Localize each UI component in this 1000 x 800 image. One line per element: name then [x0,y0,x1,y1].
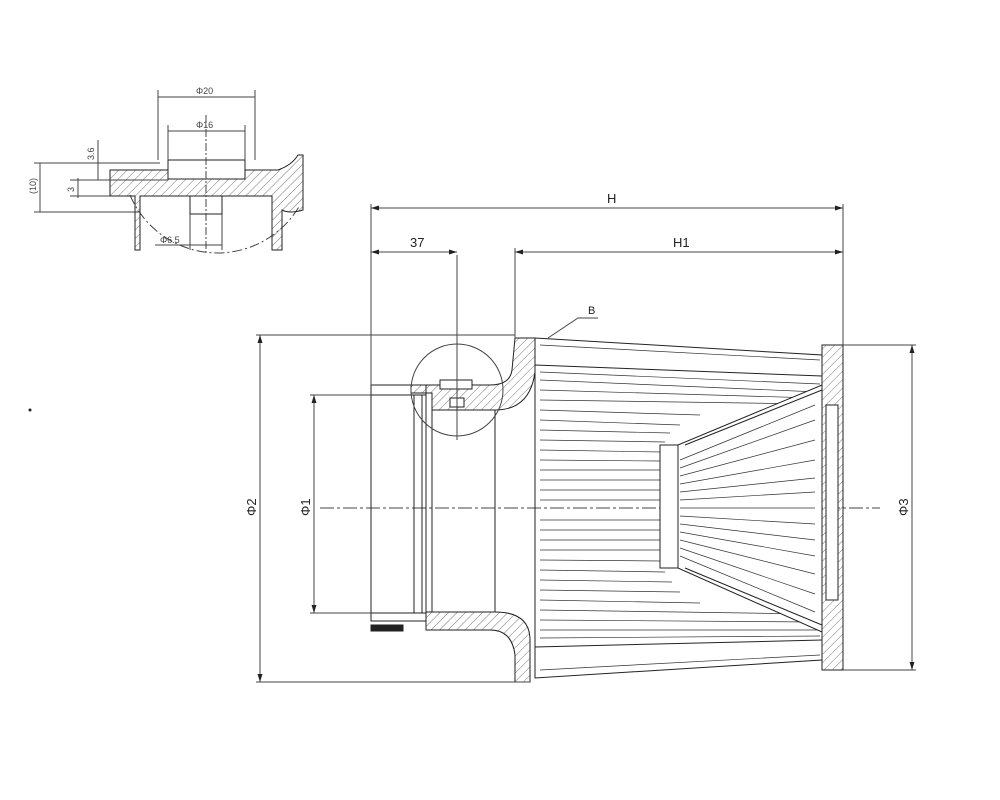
inlet-flange [370,384,427,622]
detail-dim-outer-bore: Φ20 [196,86,213,96]
dim-filter-height: H1 [673,235,690,250]
detail-marker-label: B [588,305,595,317]
detail-dim-recess-depth: 3.6 [86,147,96,160]
body-lower-section [425,611,531,683]
stray-dot [28,408,32,412]
dim-top-diameter: Φ3 [896,498,911,516]
body-upper-section [410,337,536,411]
detail-view [34,90,304,255]
detail-dim-hole-diameter: Φ6.5 [160,235,180,245]
detail-dim-total-depth: (10) [28,178,38,194]
dim-flange-length: 37 [410,235,424,250]
dim-inlet-diameter: Φ1 [298,498,313,516]
dim-overall-height: H [607,191,616,206]
top-cap-inner [825,404,839,601]
inlet-clamp-part [370,624,404,632]
cone-rays [679,404,816,613]
detail-leader-line [547,317,598,339]
detail-dim-inner-bore: Φ16 [196,120,213,130]
pleat-lines [539,344,821,671]
main-view [256,204,916,683]
dim-outer-diameter: Φ2 [244,498,259,516]
detail-dim-hole-depth: 3 [66,187,76,192]
